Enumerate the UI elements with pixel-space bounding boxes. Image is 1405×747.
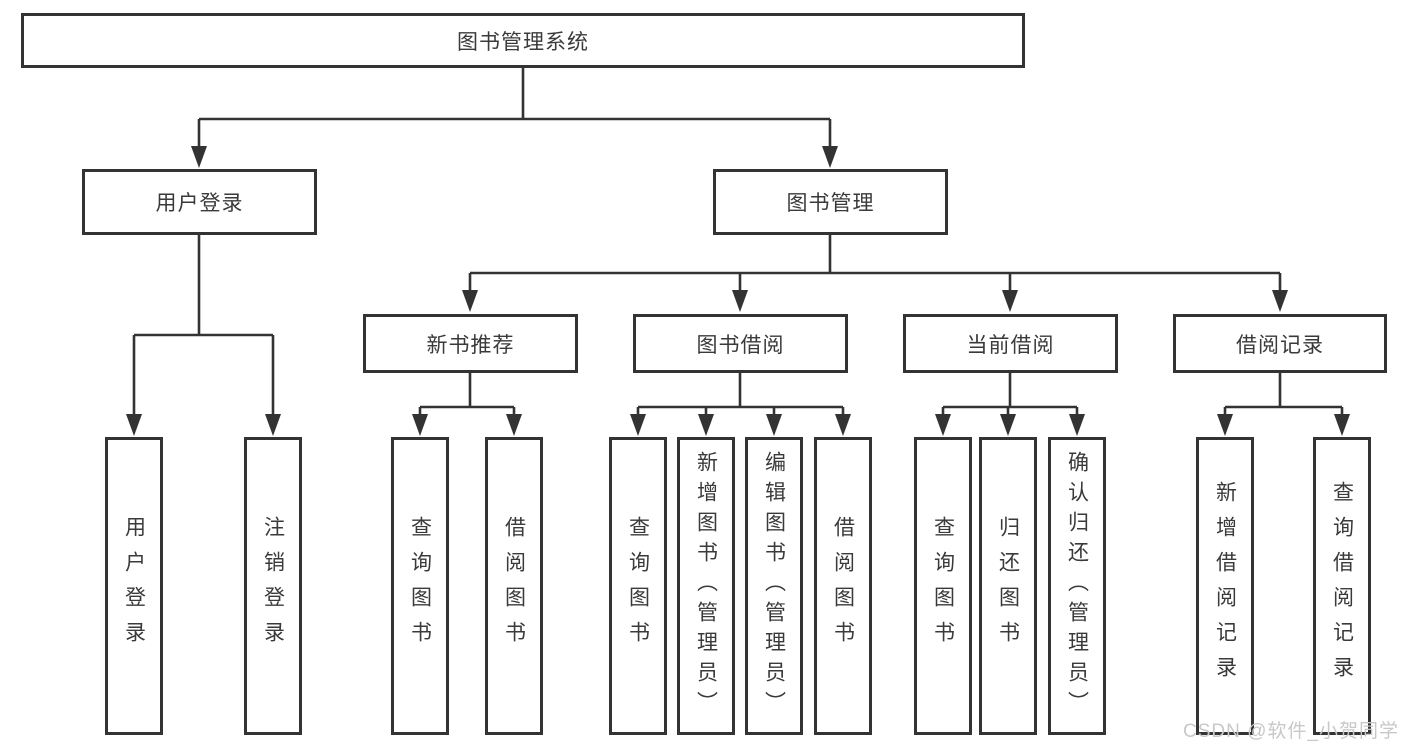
node-label: 查询图书 xyxy=(931,516,955,656)
connector-borrow-to-leaves xyxy=(630,373,851,436)
node-label: 归还图书 xyxy=(996,516,1020,656)
connector-user-login-to-leaves xyxy=(126,235,281,436)
node-borrow-records: 借阅记录 xyxy=(1173,314,1387,373)
node-label: 新增借阅记录 xyxy=(1213,481,1237,691)
node-label: 新增图书（管理员） xyxy=(694,451,718,721)
leaf-edit-books-admin: 编辑图书（管理员） xyxy=(745,437,803,735)
connector-records-to-leaves xyxy=(1217,373,1350,436)
connector-recommend-to-leaves xyxy=(412,373,522,436)
leaf-logout-login: 注销登录 xyxy=(244,437,302,735)
node-library-management-system: 图书管理系统 xyxy=(21,13,1025,68)
node-label: 借阅图书 xyxy=(502,516,526,656)
leaf-borrow-books-borrow: 借阅图书 xyxy=(814,437,872,735)
leaf-add-books-admin: 新增图书（管理员） xyxy=(677,437,735,735)
leaf-borrow-books-recommend: 借阅图书 xyxy=(485,437,543,735)
node-book-management: 图书管理 xyxy=(713,169,948,235)
node-label: 编辑图书（管理员） xyxy=(762,451,786,721)
leaf-query-books-borrow: 查询图书 xyxy=(609,437,667,735)
node-new-book-recommend: 新书推荐 xyxy=(363,314,578,373)
node-label: 图书管理 xyxy=(786,192,875,215)
node-label: 借阅图书 xyxy=(831,516,855,656)
node-label: 注销登录 xyxy=(261,516,285,656)
node-book-borrow: 图书借阅 xyxy=(633,314,848,373)
leaf-query-books-current: 查询图书 xyxy=(914,437,972,735)
node-label: 确认归还（管理员） xyxy=(1065,451,1089,721)
node-label: 新书推荐 xyxy=(426,333,515,357)
node-label: 图书借阅 xyxy=(696,333,785,357)
node-label: 查询图书 xyxy=(626,516,650,656)
node-user-login: 用户登录 xyxy=(82,169,317,235)
node-label: 借阅记录 xyxy=(1236,333,1324,357)
connector-current-to-leaves xyxy=(935,373,1085,436)
leaf-user-login: 用户登录 xyxy=(105,437,163,735)
leaf-confirm-return-admin: 确认归还（管理员） xyxy=(1048,437,1106,735)
node-label: 当前借阅 xyxy=(966,333,1055,357)
connector-root-to-level2 xyxy=(191,68,838,168)
leaf-return-books: 归还图书 xyxy=(979,437,1037,735)
node-label: 查询借阅记录 xyxy=(1330,481,1354,691)
node-label: 用户登录 xyxy=(155,192,244,215)
node-label: 用户登录 xyxy=(122,516,146,656)
leaf-query-borrow-record: 查询借阅记录 xyxy=(1313,437,1371,735)
leaf-add-borrow-record: 新增借阅记录 xyxy=(1196,437,1254,735)
csdn-watermark: CSDN @软件_小贺同学 xyxy=(1183,721,1399,742)
leaf-query-books-recommend: 查询图书 xyxy=(391,437,449,735)
connector-book-mgmt-to-level3 xyxy=(462,235,1288,312)
node-label: 图书管理系统 xyxy=(457,30,589,54)
node-current-borrow: 当前借阅 xyxy=(903,314,1118,373)
node-label: 查询图书 xyxy=(408,516,432,656)
